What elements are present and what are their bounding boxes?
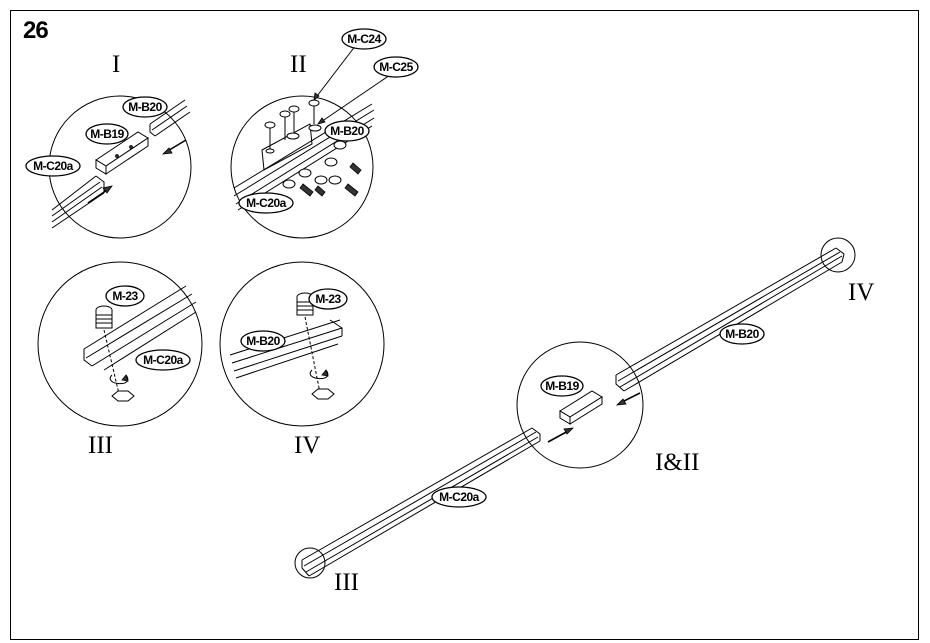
view-label-II: II: [290, 51, 307, 78]
svg-text:M-C25: M-C25: [379, 60, 413, 74]
svg-text:M-C20a: M-C20a: [143, 353, 184, 367]
rail-c20a-end: [83, 285, 197, 371]
tag-b20: M-B20: [240, 330, 286, 352]
instruction-frame: [10, 10, 919, 640]
tag-b20: M-B20: [122, 96, 168, 118]
tag-b19: M-B19: [540, 375, 584, 397]
screw-group-bottom: [282, 140, 362, 197]
callout-circle-IV: [820, 237, 856, 273]
nut-rotation: [109, 374, 135, 402]
svg-text:M-C24: M-C24: [347, 32, 381, 46]
view-label-III: III: [88, 432, 113, 459]
svg-text:M-B20: M-B20: [246, 334, 280, 348]
svg-text:M-23: M-23: [315, 292, 341, 306]
svg-text:M-B19: M-B19: [90, 127, 124, 141]
detail-view-I: I M-B20 M-B19: [25, 51, 192, 239]
rail-b20-part: [149, 99, 191, 137]
tag-c20a: M-C20a: [135, 349, 191, 371]
step-number: 26: [23, 17, 49, 44]
svg-text:M-23: M-23: [112, 289, 138, 303]
callout-label-IV: IV: [848, 279, 874, 306]
callout-label-III: III: [334, 569, 359, 596]
tag-c24: M-C24: [341, 28, 387, 50]
callout-circle-III: [294, 547, 326, 579]
tag-b20: M-B20: [719, 323, 765, 345]
screw-group-top: [264, 99, 322, 154]
connector-b19-part: [95, 131, 149, 175]
tag-c25: M-C25: [373, 56, 419, 78]
rail-c20a-long: [301, 427, 541, 577]
svg-text:M-C20a: M-C20a: [246, 196, 287, 210]
svg-text:M-B19: M-B19: [545, 379, 579, 393]
bolt-m23: [95, 305, 120, 395]
svg-text:M-B20: M-B20: [725, 327, 759, 341]
view-label-I: I: [112, 51, 120, 78]
main-assembly: I&II III IV M-B19 M-B20 M-C20a: [294, 237, 874, 596]
nut-rotation: [309, 369, 335, 400]
view-label-IV: IV: [294, 432, 320, 459]
svg-text:M-B20: M-B20: [128, 100, 162, 114]
detail-view-II: II: [230, 28, 419, 239]
svg-text:M-B20: M-B20: [330, 124, 364, 138]
callout-circle-I-II: [516, 341, 644, 469]
tag-m23: M-23: [308, 288, 348, 310]
rail-b20-long: [615, 247, 845, 392]
tag-c20a: M-C20a: [25, 155, 81, 177]
tag-m23: M-23: [105, 285, 145, 307]
connector-b19-main: [559, 390, 603, 425]
rail-c20a-part: [51, 175, 105, 229]
callout-label-I-II: I&II: [655, 449, 699, 476]
svg-text:M-C20a: M-C20a: [33, 159, 74, 173]
detail-view-IV: IV M-23 M-B20: [219, 261, 385, 459]
tag-b20: M-B20: [324, 120, 370, 142]
rail-b20-end: [229, 319, 343, 379]
rail-joint-part: [233, 103, 375, 211]
tag-c20a: M-C20a: [431, 486, 487, 508]
detail-view-III: III M-23 M-C20a: [37, 261, 203, 459]
svg-text:M-C20a: M-C20a: [439, 490, 480, 504]
tag-b19: M-B19: [85, 123, 129, 145]
tag-c20a: M-C20a: [238, 192, 294, 214]
